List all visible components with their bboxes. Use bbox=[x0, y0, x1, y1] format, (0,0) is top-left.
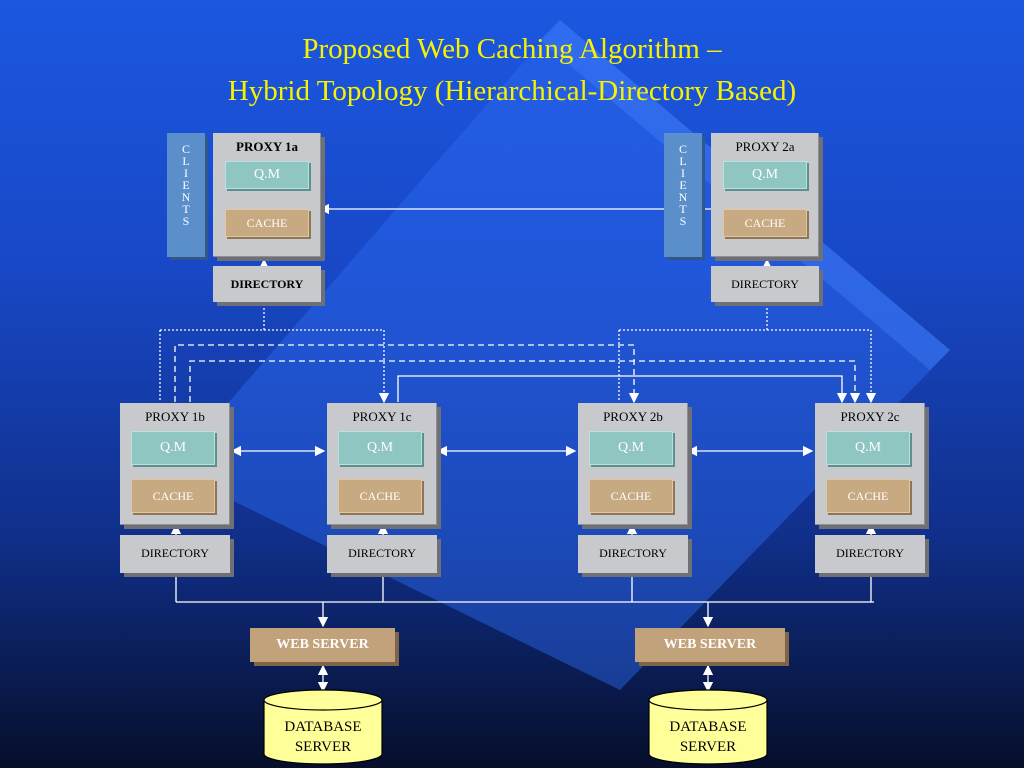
proxy-1b-cache: CACHE bbox=[131, 479, 215, 513]
proxy-2c-cache: CACHE bbox=[826, 479, 910, 513]
proxy-1a-label: PROXY 1a bbox=[236, 139, 298, 154]
database-cylinder-2 bbox=[648, 689, 768, 765]
database-server-2: DATABASE SERVER bbox=[669, 719, 747, 755]
title-line-2: Hybrid Topology (Hierarchical-Directory … bbox=[227, 75, 797, 107]
proxy-2c: PROXY 2c Q.M CACHE bbox=[815, 403, 925, 525]
proxy-1c-directory: DIRECTORY bbox=[327, 535, 437, 573]
proxy-2b-qm: Q.M bbox=[589, 431, 673, 465]
proxy-1b-directory: DIRECTORY bbox=[120, 535, 230, 573]
proxy-2a: PROXY 2a Q.M CACHE bbox=[711, 133, 819, 257]
proxy-2b-directory: DIRECTORY bbox=[578, 535, 688, 573]
proxy-2a-directory: DIRECTORY bbox=[711, 266, 819, 302]
database-cylinder-1 bbox=[263, 689, 383, 765]
proxy-2b-label: PROXY 2b bbox=[603, 409, 663, 424]
proxy-2c-qm: Q.M bbox=[826, 431, 910, 465]
proxy-1a: PROXY 1a Q.M CACHE bbox=[213, 133, 321, 257]
proxy-1b-qm: Q.M bbox=[131, 431, 215, 465]
proxy-1a-cache: CACHE bbox=[225, 209, 309, 237]
web-server-2: WEB SERVER bbox=[635, 628, 785, 662]
proxy-2b-cache: CACHE bbox=[589, 479, 673, 513]
clients-bar-1: C L I E N T S bbox=[167, 133, 205, 257]
proxy-1b-label: PROXY 1b bbox=[145, 409, 205, 424]
proxy-2a-label: PROXY 2a bbox=[735, 139, 795, 154]
title-line-1: Proposed Web Caching Algorithm – bbox=[302, 33, 722, 65]
proxy-2a-qm: Q.M bbox=[723, 161, 807, 189]
proxy-2c-directory: DIRECTORY bbox=[815, 535, 925, 573]
proxy-2b: PROXY 2b Q.M CACHE bbox=[578, 403, 688, 525]
clients-bar-2: C L I E N T S bbox=[664, 133, 702, 257]
proxy-1a-qm: Q.M bbox=[225, 161, 309, 189]
proxy-1c: PROXY 1c Q.M CACHE bbox=[327, 403, 437, 525]
proxy-1a-directory: DIRECTORY bbox=[213, 266, 321, 302]
database-server-1: DATABASE SERVER bbox=[284, 719, 362, 755]
proxy-1c-label: PROXY 1c bbox=[352, 409, 412, 424]
proxy-1c-qm: Q.M bbox=[338, 431, 422, 465]
proxy-2c-label: PROXY 2c bbox=[840, 409, 900, 424]
proxy-1c-cache: CACHE bbox=[338, 479, 422, 513]
proxy-2a-cache: CACHE bbox=[723, 209, 807, 237]
web-server-1: WEB SERVER bbox=[250, 628, 395, 662]
proxy-1b: PROXY 1b Q.M CACHE bbox=[120, 403, 230, 525]
